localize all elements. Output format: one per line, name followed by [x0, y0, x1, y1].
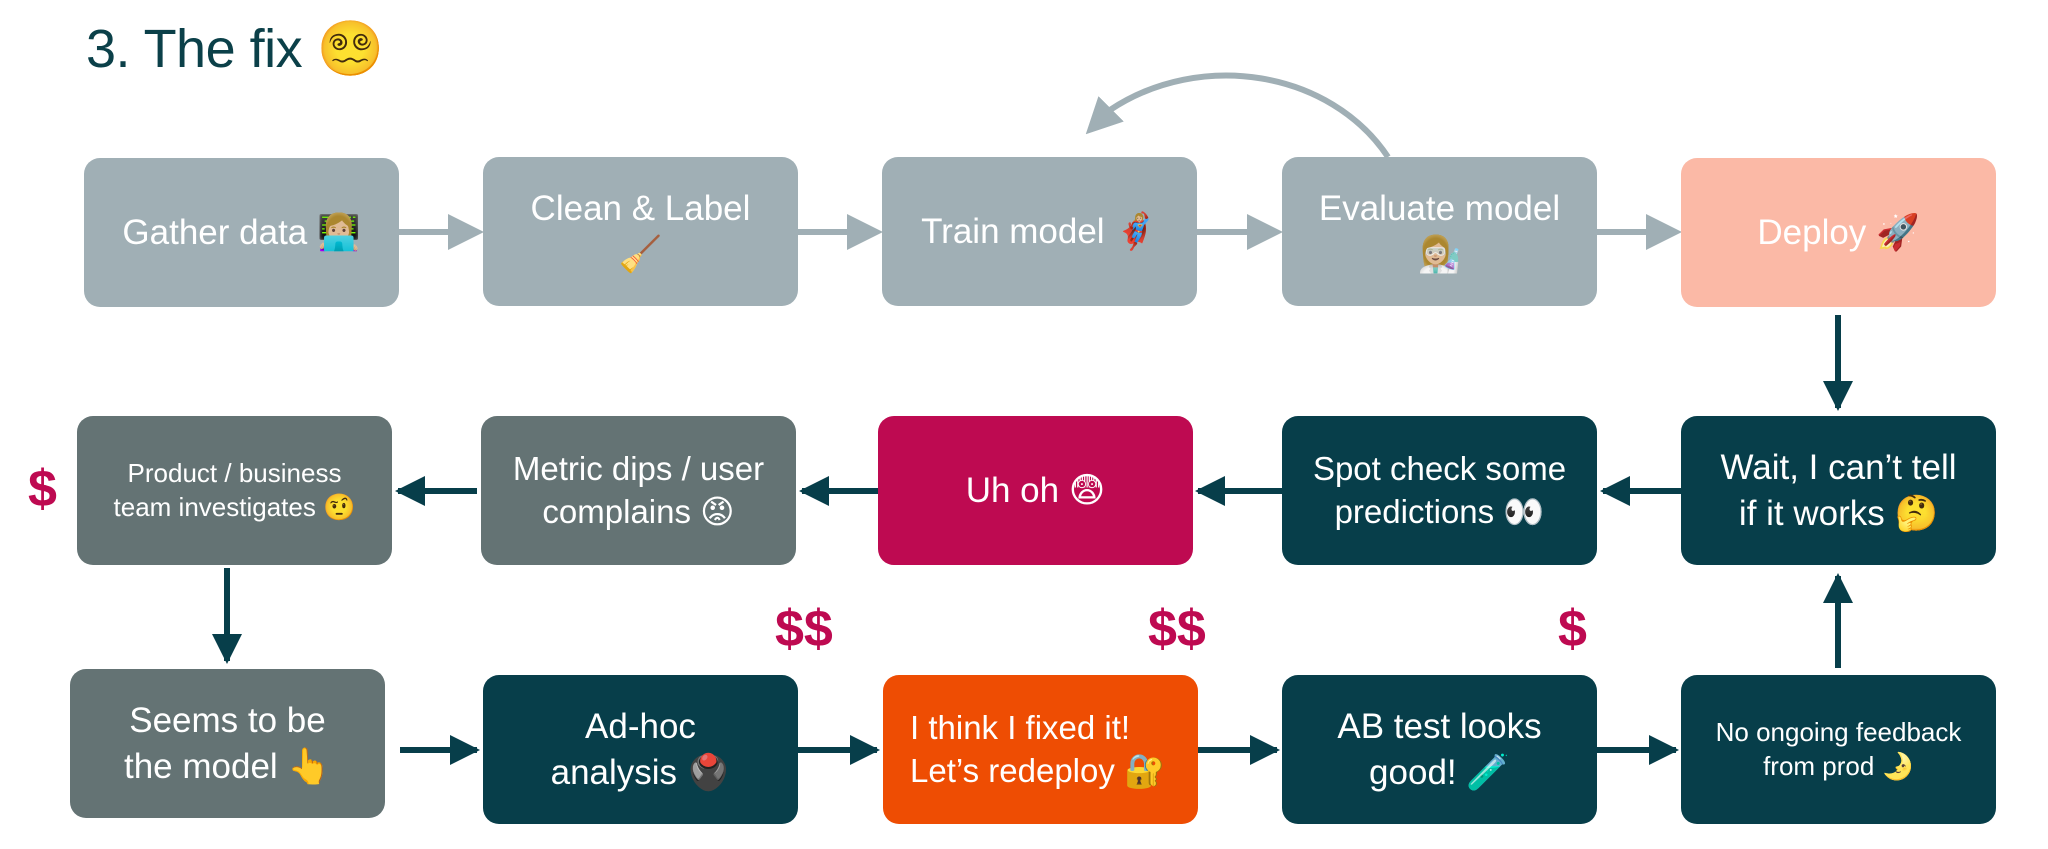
node-evaluate-model: Evaluate model 👩🏼‍🔬 — [1282, 157, 1597, 306]
node-seems-model-label: Seems to be the model 👆 — [123, 701, 331, 786]
slide-title: 3. The fix 😵‍💫 — [86, 19, 384, 79]
node-evaluate-model-label: Evaluate model 👩🏼‍🔬 — [1318, 189, 1561, 274]
node-spot-check-label: Spot check some predictions 👀 — [1312, 449, 1567, 530]
node-gather-data-label: Gather data 👩🏼‍💻 — [122, 212, 361, 252]
node-ab-test-label: AB test looks good! 🧪 — [1337, 707, 1542, 792]
node-investigates-label: Product / business team investigates 🤨 — [113, 457, 356, 522]
node-spot-check: Spot check some predictions 👀 — [1282, 416, 1597, 565]
node-deploy: Deploy 🚀 — [1681, 158, 1996, 307]
node-fixed-redeploy-label: I think I fixed it! Let’s redeploy 🔐 — [910, 708, 1166, 789]
node-ab-test: AB test looks good! 🧪 — [1282, 675, 1597, 824]
node-seems-model: Seems to be the model 👆 — [70, 669, 385, 818]
node-clean-label: Clean & Label 🧹 — [483, 157, 798, 306]
node-clean-label-label: Clean & Label 🧹 — [530, 189, 751, 274]
node-no-feedback-label: No ongoing feedback from prod 🌛 — [1715, 716, 1962, 781]
node-metric-dips: Metric dips / user complains 😡 — [481, 416, 796, 565]
cost-marker-ab-test: $ — [1558, 600, 1587, 658]
node-investigates: Product / business team investigates 🤨 — [77, 416, 392, 565]
node-deploy-label: Deploy 🚀 — [1757, 212, 1920, 252]
node-train-model: Train model 🦸🏼‍♀️ — [882, 157, 1197, 306]
node-cant-tell: Wait, I can’t tell if it works 🤔 — [1681, 416, 1996, 565]
cost-marker-adhoc: $$ — [775, 600, 833, 658]
node-uh-oh: Uh oh 😨 — [878, 416, 1193, 565]
node-train-model-label: Train model 🦸🏼‍♀️ — [921, 211, 1158, 251]
node-cant-tell-label: Wait, I can’t tell if it works 🤔 — [1720, 448, 1957, 533]
node-gather-data: Gather data 👩🏼‍💻 — [84, 158, 399, 307]
cost-marker-fixed: $$ — [1148, 600, 1206, 658]
node-adhoc-analysis: Ad-hoc analysis 🖲️ — [483, 675, 798, 824]
node-metric-dips-label: Metric dips / user complains 😡 — [512, 449, 765, 530]
node-adhoc-analysis-label: Ad-hoc analysis 🖲️ — [550, 707, 731, 792]
node-no-feedback: No ongoing feedback from prod 🌛 — [1681, 675, 1996, 824]
node-uh-oh-label: Uh oh 😨 — [965, 470, 1106, 510]
arrow-evaluate-loop-to-train — [1085, 72, 1391, 159]
cost-marker-investigates: $ — [28, 460, 57, 518]
node-fixed-redeploy: I think I fixed it! Let’s redeploy 🔐 — [883, 675, 1198, 824]
